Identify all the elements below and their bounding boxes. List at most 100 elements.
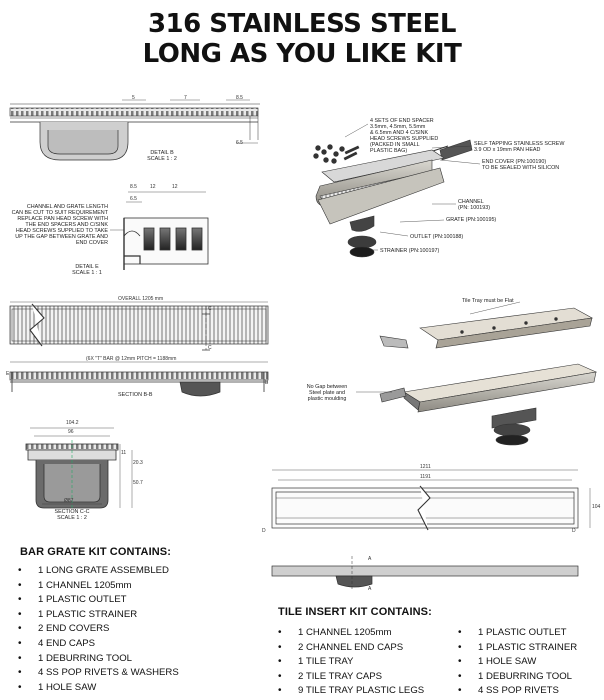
self-tapping-line: SELF TAPPING STAINLESS SCREW (474, 141, 565, 147)
leader-lines (110, 123, 521, 393)
end-spacers-line: & 6.5mm AND 4 C/SINK (370, 130, 429, 136)
section-cc-dim-50-7: 50.7 (133, 480, 143, 486)
list-item: 4 SS POP RIVETS (456, 684, 577, 699)
section-cc-caption: SECTION C-C SCALE 1 : 2 (44, 509, 100, 521)
section-cc-dim-11: 11 (121, 450, 127, 456)
detail-b-dim-5: 5 (132, 95, 135, 101)
section-cc-caption-2: SCALE 1 : 2 (57, 515, 87, 521)
channel-line: CHANNEL (458, 199, 484, 205)
detail-b-caption-1: DETAIL B (150, 150, 174, 156)
list-item: 2 CHANNEL END CAPS (276, 641, 424, 656)
section-cc-dim-96: 96 (68, 429, 74, 435)
no-gap-line: Steel plate and (309, 390, 345, 396)
tile-tray-flat-note: Tile Tray must be Flat (462, 298, 514, 304)
tile-dim-104: 104 (592, 504, 601, 510)
detail-mark-e: E (6, 371, 10, 377)
detail-e-dim-8-5: 8.5 (130, 184, 137, 190)
list-item: 1 PLASTIC STRAINER (16, 608, 179, 623)
tile-insert-kit-list-1: 1 CHANNEL 1205mm 2 CHANNEL END CAPS 1 TI… (276, 626, 424, 699)
page-title-line-1: 316 STAINLESS STEEL (147, 9, 457, 39)
tile-tray-drawing (379, 307, 598, 446)
tile-dim-1211: 1211 (420, 464, 431, 470)
note-line: UP THE GAP BETWEEN GRATE AND (15, 234, 108, 240)
bar-grate-kit-list: 1 LONG GRATE ASSEMBLED 1 CHANNEL 1205mm … (16, 564, 179, 695)
tile-insert-kit-list-2: 1 PLASTIC OUTLET 1 PLASTIC STRAINER 1 HO… (456, 626, 577, 699)
section-cc-caption-1: SECTION C-C (54, 509, 90, 515)
end-spacers-line: 4 SETS OF END SPACER (370, 118, 434, 124)
section-mark-b: B (265, 380, 269, 386)
tile-elevation-drawing (271, 469, 591, 590)
note-line: REPLACE PAN HEAD SCREW WITH (17, 216, 108, 222)
end-spacers-line: 3.5mm, 4.5mm, 5.5mm (370, 124, 426, 130)
section-cc-dim-dia-87: Ø87 (64, 498, 74, 504)
detail-e-caption-2: SCALE 1 : 1 (72, 270, 102, 276)
outlet-label: OUTLET (PN:100188) (410, 234, 464, 240)
list-item: 1 TILE TRAY (276, 655, 424, 670)
tile-dim-1191: 1191 (420, 474, 431, 480)
section-cc-dim-20-3: 20.3 (133, 460, 143, 466)
detail-b-drawing (9, 99, 260, 161)
list-item: 2 TILE TRAY CAPS (276, 670, 424, 685)
self-tapping-screw-label: SELF TAPPING STAINLESS SCREW 3.9 OD x 19… (474, 141, 564, 153)
screws-pile (313, 144, 360, 164)
end-spacers-line: (PACKED IN SMALL (370, 142, 420, 148)
note-line: THE END SPACERS AND C/SINK (25, 222, 108, 228)
self-tapping-line: 3.9 OD x 19mm PAN HEAD (474, 147, 541, 153)
end-spacers-line: PLASTIC BAG) (370, 148, 408, 154)
tile-insert-kit-heading: TILE INSERT KIT CONTAINS: (278, 606, 432, 618)
bar-grate-kit-heading: BAR GRATE KIT CONTAINS: (20, 546, 171, 558)
note-line: HEAD SCREWS SUPPLIED TO TAKE (15, 228, 108, 234)
list-item: 1 HOLE SAW (16, 681, 179, 696)
tile-mark-a-top: A (368, 556, 372, 562)
detail-b-dim-7: 7 (184, 95, 187, 101)
cut-to-length-note: CHANNEL AND GRATE LENGTH CAN BE CUT TO S… (4, 204, 108, 246)
list-item: 1 DEBURRING TOOL (16, 652, 179, 667)
no-gap-line: plastic moulding (307, 396, 347, 402)
section-mark-c-top: C (208, 306, 212, 312)
list-item: 1 LONG GRATE ASSEMBLED (16, 564, 179, 579)
detail-e-dim-12b: 12 (172, 184, 178, 190)
list-item: 1 PLASTIC OUTLET (456, 626, 577, 641)
page-title-line-2: LONG AS YOU LIKE KIT (142, 39, 462, 69)
no-gap-note: No Gap between Steel plate and plastic m… (296, 384, 358, 402)
note-line: CHANNEL AND GRATE LENGTH (26, 204, 108, 210)
list-item: 9 TILE TRAY PLASTIC LEGS (276, 684, 424, 699)
no-gap-line: No Gap between (306, 384, 348, 390)
tile-mark-d-left: D (262, 528, 266, 534)
end-spacers-line: HEAD SCREWS SUPPLIED (370, 136, 439, 142)
tile-mark-d-right: D (572, 528, 576, 534)
list-item: 1 CHANNEL 1205mm (16, 579, 179, 594)
detail-e-dim-12a: 12 (150, 184, 156, 190)
list-item: 1 DEBURRING TOOL (456, 670, 577, 685)
channel-line: (PN: 100193) (458, 205, 491, 211)
overall-length-dim: OVERALL 1205 mm (118, 296, 164, 302)
plan-view-drawing (9, 301, 269, 397)
t-bar-pitch-dim: (6X "T" BAR @ 12mm PITCH = 1188mm (86, 356, 177, 362)
section-mark-c-bottom: C (208, 345, 212, 351)
note-line: CAN BE CUT TO SUIT REQUIREMENT (11, 210, 108, 216)
detail-b-dim-6-5: 6.5 (236, 140, 243, 146)
detail-e-dim-6-5: 6.5 (130, 196, 137, 202)
exploded-kit-drawing (313, 139, 473, 258)
list-item: 4 END CAPS (16, 637, 179, 652)
end-cover-line: END COVER (PN:100190) (482, 159, 547, 165)
end-cover-label: END COVER (PN:100190) TO BE SEALED WITH … (482, 159, 559, 171)
grate-label: GRATE (PN:100195) (446, 217, 497, 223)
note-line: END COVER (75, 240, 108, 246)
detail-b-caption: DETAIL B SCALE 1 : 2 (132, 150, 192, 162)
end-cover-line: TO BE SEALED WITH SILICON (482, 165, 560, 171)
list-item: 2 END COVERS (16, 622, 179, 637)
list-item: 1 HOLE SAW (456, 655, 577, 670)
detail-e-drawing (123, 191, 209, 270)
list-item: 1 PLASTIC OUTLET (16, 593, 179, 608)
detail-b-dim-8-5: 8.5 (236, 95, 243, 101)
section-cc-drawing (25, 427, 133, 509)
detail-b-caption-2: SCALE 1 : 2 (147, 156, 177, 162)
detail-e-caption-1: DETAIL E (75, 264, 99, 270)
section-b-caption: SECTION B-B (118, 392, 153, 398)
section-cc-dim-104-2: 104.2 (66, 420, 79, 426)
list-item: 1 PLASTIC STRAINER (456, 641, 577, 656)
strainer-label: STRAINER (PN:100197) (380, 248, 440, 254)
tile-mark-a-bottom: A (368, 586, 372, 592)
